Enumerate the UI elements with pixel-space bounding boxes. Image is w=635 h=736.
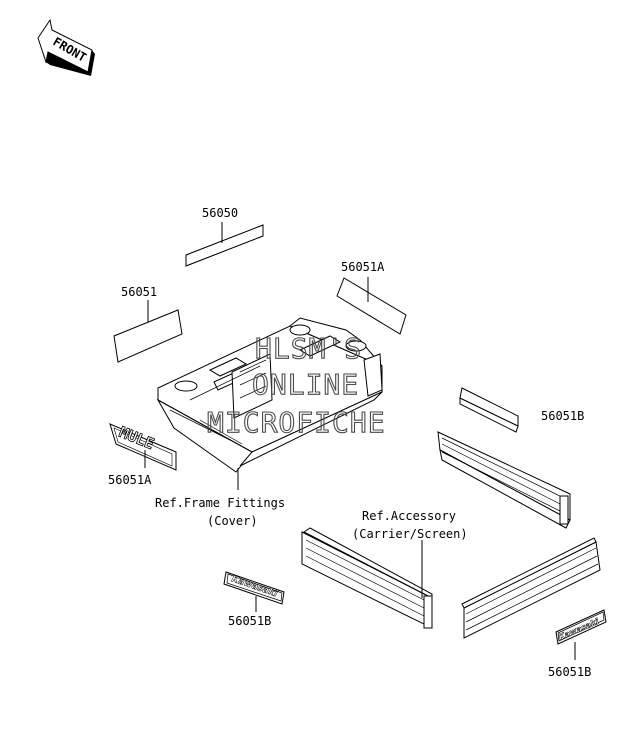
kawasaki-decal-left: Kawasaki [223, 571, 285, 612]
label-56051b-right: 56051B [541, 409, 584, 423]
decal-56051a-top [336, 277, 407, 335]
decal-56050 [185, 222, 264, 267]
ref-frame-cover-label: (Cover) [207, 514, 258, 528]
kawasaki-decal-right: Kawasaki [555, 609, 607, 660]
label-56051a-top: 56051A [341, 260, 385, 274]
ref-accessory-label: Ref.Accessory [362, 509, 456, 523]
watermark-line1: HLSM'S [255, 332, 362, 365]
side-screen-lower [461, 537, 601, 639]
ref-frame-fittings-label: Ref.Frame Fittings [155, 496, 285, 510]
label-56050: 56050 [202, 206, 238, 220]
label-56051b-mid: 56051B [228, 614, 271, 628]
watermark-line3: MICROFICHE [207, 406, 386, 439]
frame-cover [156, 317, 383, 473]
label-56051: 56051 [121, 285, 157, 299]
ref-carrier-screen-label: (Carrier/Screen) [352, 527, 468, 541]
side-screen-upper [437, 431, 571, 529]
decal-56051b-right [459, 387, 519, 433]
label-56051b-bottom: 56051B [548, 665, 591, 679]
side-screen-middle [301, 527, 433, 629]
watermark-line2: ONLINE [252, 368, 359, 401]
front-arrow-icon: FRONT [37, 18, 95, 76]
decal-56051 [113, 300, 183, 363]
label-56051a-left: 56051A [108, 473, 152, 487]
mule-decal: MULE [109, 423, 177, 471]
